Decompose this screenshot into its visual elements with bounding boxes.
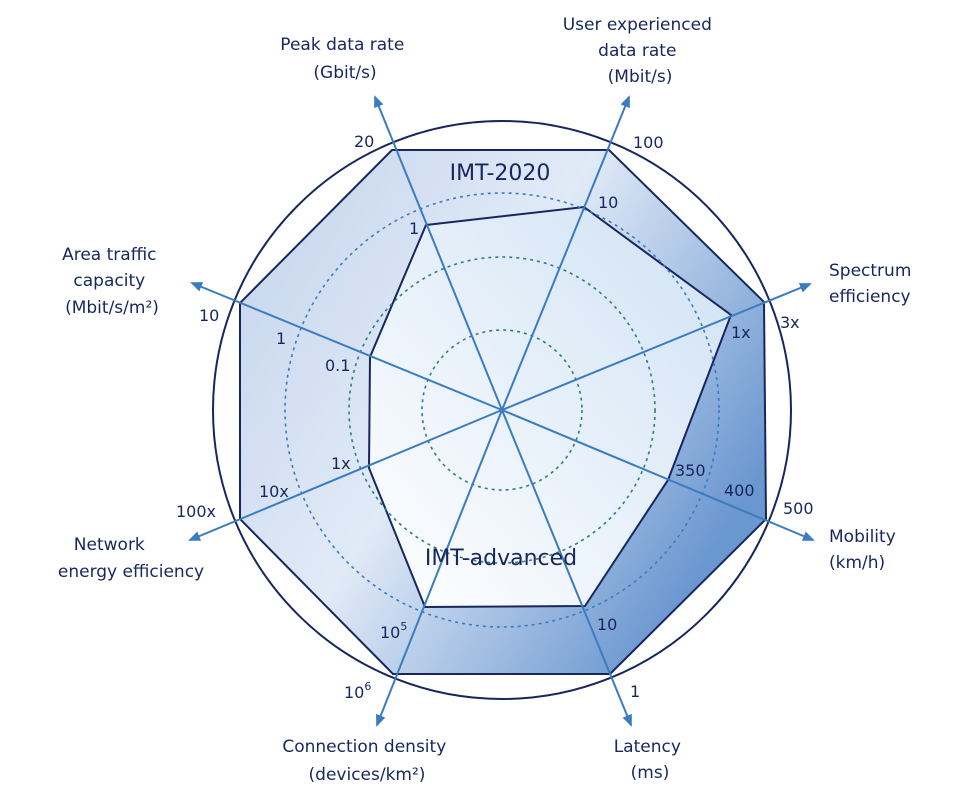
tick-peak-20: 20 [354,132,374,151]
label-peak-data-rate: Peak data rate (Gbit/s) [280,35,409,83]
dotted-ring-inner [421,329,583,491]
tick-spectrum-3x: 3x [780,313,800,332]
tick-user-10: 10 [598,193,618,212]
tick-energy-1x: 1x [331,454,351,473]
tick-energy-10x: 10x [259,482,289,501]
tick-area-0.1: 0.1 [325,356,350,375]
tick-latency-10: 10 [597,615,617,634]
tick-latency-1: 1 [630,682,640,701]
label-user-data-rate: User experienced data rate (Mbit/s) [563,15,718,87]
series-label-imt-advanced: IMT-advanced [425,546,577,571]
label-mobility: Mobility (km/h) [829,527,901,573]
series-label-imt2020: IMT-2020 [450,161,551,186]
axis-peak-data-rate [374,95,503,411]
tick-peak-1: 1 [409,219,419,238]
label-energy-efficiency: Network energy efficiency [58,535,204,582]
axis-user-data-rate [501,95,630,411]
tick-mobility-500: 500 [783,499,814,518]
tick-spectrum-1x: 1x [731,323,751,342]
axis-spectrum-efficiency [501,283,812,411]
label-spectrum-efficiency: Spectrum efficiency [829,261,917,307]
axis-area-traffic [190,282,503,411]
axis-mobility [501,409,815,541]
dotted-ring-outer [284,192,720,628]
label-latency: Latency (ms) [614,737,687,783]
tick-mobility-350: 350 [675,461,706,480]
tick-mobility-400: 400 [724,481,755,500]
tick-connection-10-6: 106 [344,680,371,702]
label-area-traffic: Area traffic capacity (Mbit/s/m²) [62,245,162,318]
tick-connection-10-5: 105 [380,620,407,642]
tick-area-1: 1 [276,329,286,348]
tick-user-100: 100 [633,133,664,152]
label-connection-density: Connection density (devices/km²) [282,737,451,785]
dotted-ring-middle [348,256,656,564]
axis-energy-efficiency [188,409,503,541]
axis-connection-density [376,409,503,727]
outer-circle [212,120,792,700]
tick-energy-100x: 100x [176,502,216,521]
axis-latency [501,409,632,727]
tick-area-10: 10 [199,306,219,325]
